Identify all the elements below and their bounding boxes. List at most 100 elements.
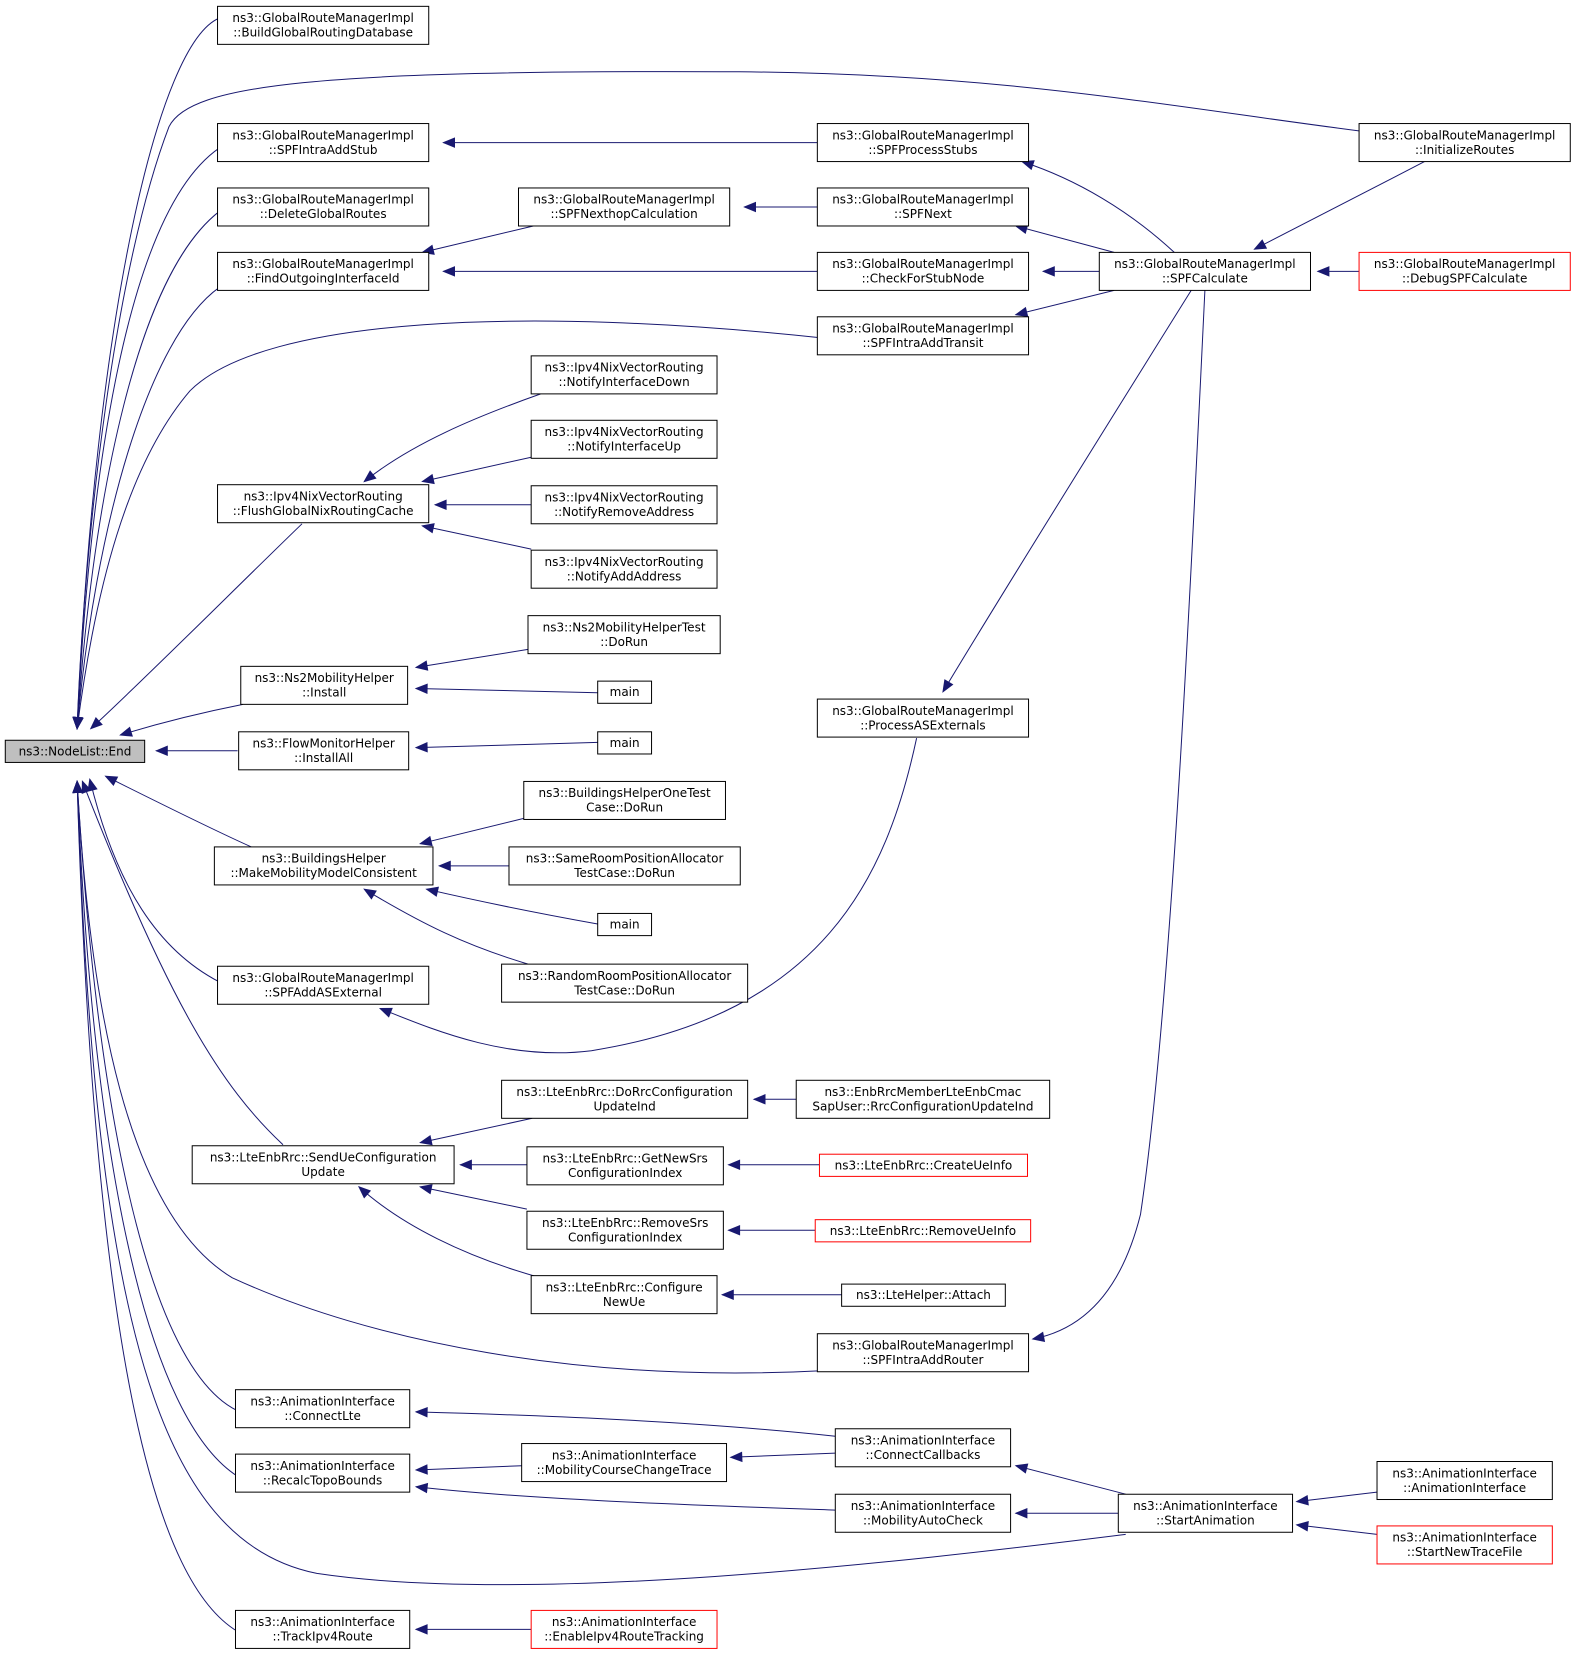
node-label: ::ConnectCallbacks [866, 1448, 981, 1462]
node-box [597, 680, 653, 704]
node-start[interactable]: ns3::AnimationInterface::StartAnimation [1117, 1493, 1294, 1533]
node-main3[interactable]: main [597, 912, 653, 937]
edge-naa-to-flush [421, 523, 532, 550]
node-flow[interactable]: ns3::FlowMonitorHelper::InstallAll [238, 731, 410, 771]
node-box [530, 1275, 718, 1315]
node-rrpa[interactable]: ns3::RandomRoomPositionAllocatorTestCase… [501, 963, 749, 1003]
node-label: ::SPFAddASExternal [264, 985, 382, 999]
node-remsrs[interactable]: ns3::LteEnbRrc::RemoveSrsConfigurationIn… [526, 1210, 724, 1250]
node-niu[interactable]: ns3::Ipv4NixVectorRouting::NotifyInterfa… [530, 419, 718, 459]
arrowhead-icon [363, 888, 377, 900]
edge-iat-to-root [73, 320, 822, 730]
node-nid[interactable]: ns3::Ipv4NixVectorRouting::NotifyInterfa… [530, 355, 718, 395]
edge-line [76, 781, 1126, 1586]
node-rui[interactable]: ns3::LteEnbRrc::RemoveUeInfo [814, 1219, 1032, 1243]
root-node[interactable]: ns3::NodeList::End [4, 739, 146, 763]
node-asext[interactable]: ns3::GlobalRouteManagerImpl::SPFAddASExt… [217, 965, 430, 1005]
node-naa[interactable]: ns3::Ipv4NixVectorRouting::NotifyAddAddr… [530, 549, 718, 589]
node-recalc[interactable]: ns3::AnimationInterface::RecalcTopoBound… [234, 1453, 411, 1493]
edge-bld-to-root [104, 775, 252, 848]
node-box [818, 1153, 1028, 1177]
edge-sntf-to-start [1295, 1521, 1378, 1535]
node-main1[interactable]: main [597, 680, 653, 704]
node-clte[interactable]: ns3::AnimationInterface::ConnectLte [234, 1389, 411, 1429]
node-box [217, 484, 430, 524]
node-foi[interactable]: ns3::GlobalRouteManagerImpl::FindOutgoin… [217, 251, 430, 291]
edge-erm-to-dorrc [752, 1094, 797, 1105]
node-label: ::SPFIntraAddRouter [862, 1353, 983, 1367]
node-label: ns3::LteEnbRrc::RemoveUeInfo [830, 1224, 1016, 1238]
node-spfcalc[interactable]: ns3::GlobalRouteManagerImpl::SPFCalculat… [1098, 251, 1311, 291]
edge-line [81, 781, 284, 1146]
node-attach[interactable]: ns3::LteHelper::Attach [841, 1283, 1006, 1307]
node-pase[interactable]: ns3::GlobalRouteManagerImpl::ProcessASEx… [816, 698, 1030, 738]
node-nexthop[interactable]: ns3::GlobalRouteManagerImpl::SPFNexthopC… [517, 187, 731, 227]
node-initr[interactable]: ns3::GlobalRouteManagerImpl::InitializeR… [1358, 123, 1571, 163]
node-label: ::DoRun [600, 635, 648, 649]
node-box [530, 549, 718, 589]
node-getsrs[interactable]: ns3::LteEnbRrc::GetNewSrsConfigurationIn… [526, 1146, 724, 1186]
node-srpa[interactable]: ns3::SameRoomPositionAllocatorTestCase::… [508, 846, 741, 886]
edge-line [1015, 1465, 1126, 1495]
node-box [234, 1389, 411, 1429]
node-aiai[interactable]: ns3::AnimationInterface::AnimationInterf… [1376, 1461, 1553, 1501]
node-box [234, 1609, 411, 1649]
node-mcct[interactable]: ns3::AnimationInterface::MobilityCourseC… [521, 1443, 728, 1483]
node-next[interactable]: ns3::GlobalRouteManagerImpl::SPFNext [816, 187, 1030, 227]
node-label: Update [301, 1165, 344, 1179]
arrowhead-icon [459, 1159, 472, 1171]
node-box [816, 251, 1030, 291]
node-label: ns3::GlobalRouteManagerImpl [832, 257, 1013, 271]
node-ns2test[interactable]: ns3::Ns2MobilityHelperTest::DoRun [527, 615, 721, 655]
arrowhead-icon [1014, 1507, 1028, 1519]
edge-line [942, 290, 1192, 692]
arrowhead-icon [419, 1135, 433, 1146]
node-mac[interactable]: ns3::AnimationInterface::MobilityAutoChe… [834, 1493, 1012, 1533]
edge-dbg-to-spfcalc [1316, 266, 1360, 277]
nodes-layer: ns3::NodeList::Endns3::GlobalRouteManage… [4, 5, 1571, 1649]
node-enrt[interactable]: ns3::AnimationInterface::EnableIpv4Route… [530, 1609, 718, 1649]
node-sntf[interactable]: ns3::AnimationInterface::StartNewTraceFi… [1376, 1525, 1553, 1565]
node-box [4, 739, 146, 763]
edge-line [76, 210, 220, 729]
edge-line [730, 1452, 836, 1458]
node-erm[interactable]: ns3::EnbRrcMemberLteEnbCmacSapUser::RrcC… [795, 1079, 1051, 1119]
node-iar[interactable]: ns3::GlobalRouteManagerImpl::SPFIntraAdd… [816, 1333, 1030, 1373]
node-box [523, 780, 726, 820]
node-dbg[interactable]: ns3::GlobalRouteManagerImpl::DebugSPFCal… [1358, 251, 1571, 291]
node-main2[interactable]: main [597, 731, 653, 755]
node-label: ::FindOutgoingInterfaceId [247, 272, 400, 286]
node-del[interactable]: ns3::GlobalRouteManagerImpl::DeleteGloba… [217, 187, 430, 227]
node-track[interactable]: ns3::AnimationInterface::TrackIpv4Route [234, 1609, 411, 1649]
node-intra_stub[interactable]: ns3::GlobalRouteManagerImpl::SPFIntraAdd… [217, 123, 430, 163]
arrowhead-icon [421, 523, 435, 534]
node-nra[interactable]: ns3::Ipv4NixVectorRouting::NotifyRemoveA… [530, 485, 718, 525]
node-bld[interactable]: ns3::BuildingsHelper::MakeMobilityModelC… [213, 846, 434, 886]
edge-line [420, 1117, 533, 1144]
edge-spfcalc-to-pstubs [1020, 160, 1175, 253]
node-cui[interactable]: ns3::LteEnbRrc::CreateUeInfo [818, 1153, 1028, 1177]
node-dorrc[interactable]: ns3::LteEnbRrc::DoRrcConfigurationUpdate… [501, 1079, 749, 1119]
node-cfsn[interactable]: ns3::GlobalRouteManagerImpl::CheckForStu… [816, 251, 1030, 291]
node-iat[interactable]: ns3::GlobalRouteManagerImpl::SPFIntraAdd… [816, 316, 1030, 356]
node-label: ::ProcessASExternals [860, 718, 985, 732]
node-label: NewUe [603, 1295, 645, 1309]
node-ns2[interactable]: ns3::Ns2MobilityHelper::Install [240, 665, 409, 705]
node-ccb[interactable]: ns3::AnimationInterface::ConnectCallback… [834, 1428, 1012, 1468]
node-box [517, 187, 731, 227]
node-label: ns3::EnbRrcMemberLteEnbCmac [824, 1085, 1021, 1099]
node-sendue[interactable]: ns3::LteEnbRrc::SendUeConfigurationUpdat… [191, 1145, 455, 1185]
node-pstubs[interactable]: ns3::GlobalRouteManagerImpl::SPFProcessS… [816, 123, 1030, 163]
edge-bhot-to-bld [419, 817, 524, 847]
node-label: ns3::GlobalRouteManagerImpl [533, 193, 714, 207]
node-label: ns3::GlobalRouteManagerImpl [832, 322, 1013, 336]
node-flush[interactable]: ns3::Ipv4NixVectorRouting::FlushGlobalNi… [217, 484, 430, 524]
edge-spfcalc-to-iar [1031, 290, 1206, 1342]
node-bgrd[interactable]: ns3::GlobalRouteManagerImpl::BuildGlobal… [217, 5, 430, 45]
node-label: ns3::GlobalRouteManagerImpl [832, 1338, 1013, 1352]
node-box [530, 355, 718, 395]
node-box [234, 1453, 411, 1493]
edge-recalc-to-root [72, 780, 238, 1477]
